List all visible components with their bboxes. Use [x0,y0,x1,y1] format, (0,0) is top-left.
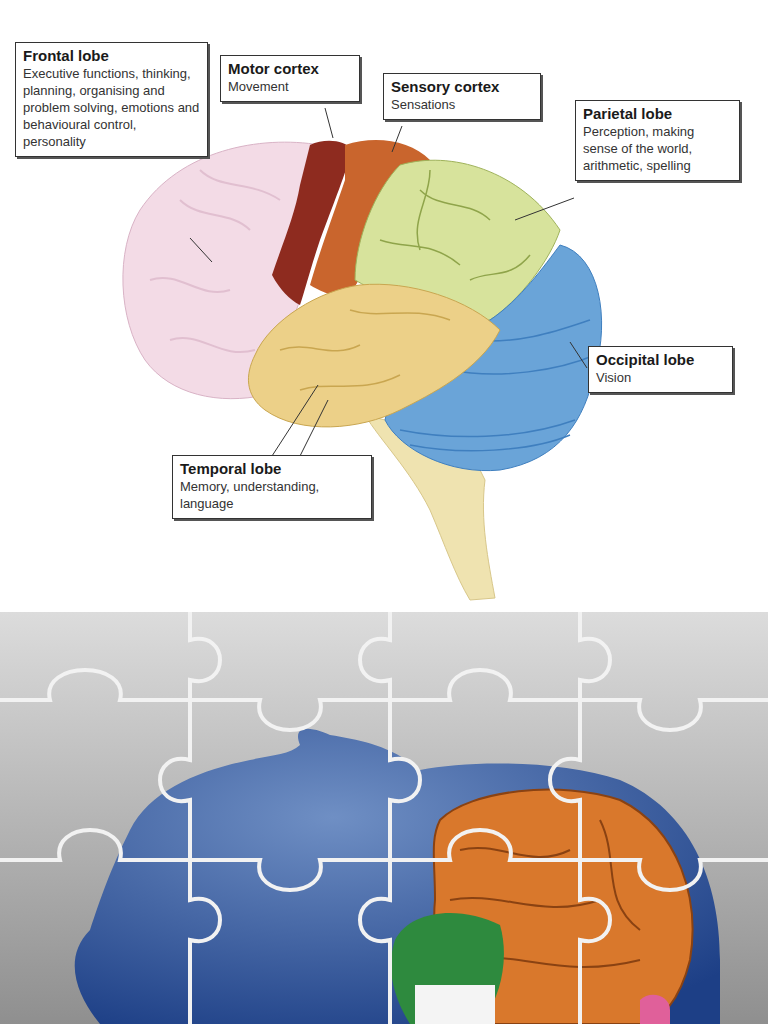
callout-heading: Parietal lobe [583,105,732,123]
callout-box: Occipital lobeVision [588,346,733,393]
callout-box: Parietal lobePerception, making sense of… [575,100,740,181]
callout-box: Frontal lobeExecutive functions, thinkin… [15,42,208,157]
callout-heading: Temporal lobe [180,460,364,478]
callout-heading: Sensory cortex [391,78,533,96]
callout-text: Vision [596,369,725,386]
callout-heading: Frontal lobe [23,47,200,65]
callout-heading: Motor cortex [228,60,352,78]
callout-text: Movement [228,78,352,95]
callout-text: Sensations [391,96,533,113]
callout-text: Perception, making sense of the world, a… [583,123,732,174]
leader-lines [190,108,587,456]
callout-heading: Occipital lobe [596,351,725,369]
callout-box: Sensory cortexSensations [383,73,541,120]
callout-box: Temporal lobeMemory, understanding, lang… [172,455,372,519]
callout-text: Executive functions, thinking, planning,… [23,65,200,150]
callout-box: Motor cortexMovement [220,55,360,102]
brain-lobes [123,140,602,600]
callout-text: Memory, understanding, language [180,478,364,512]
puzzle-picture [0,612,768,1024]
